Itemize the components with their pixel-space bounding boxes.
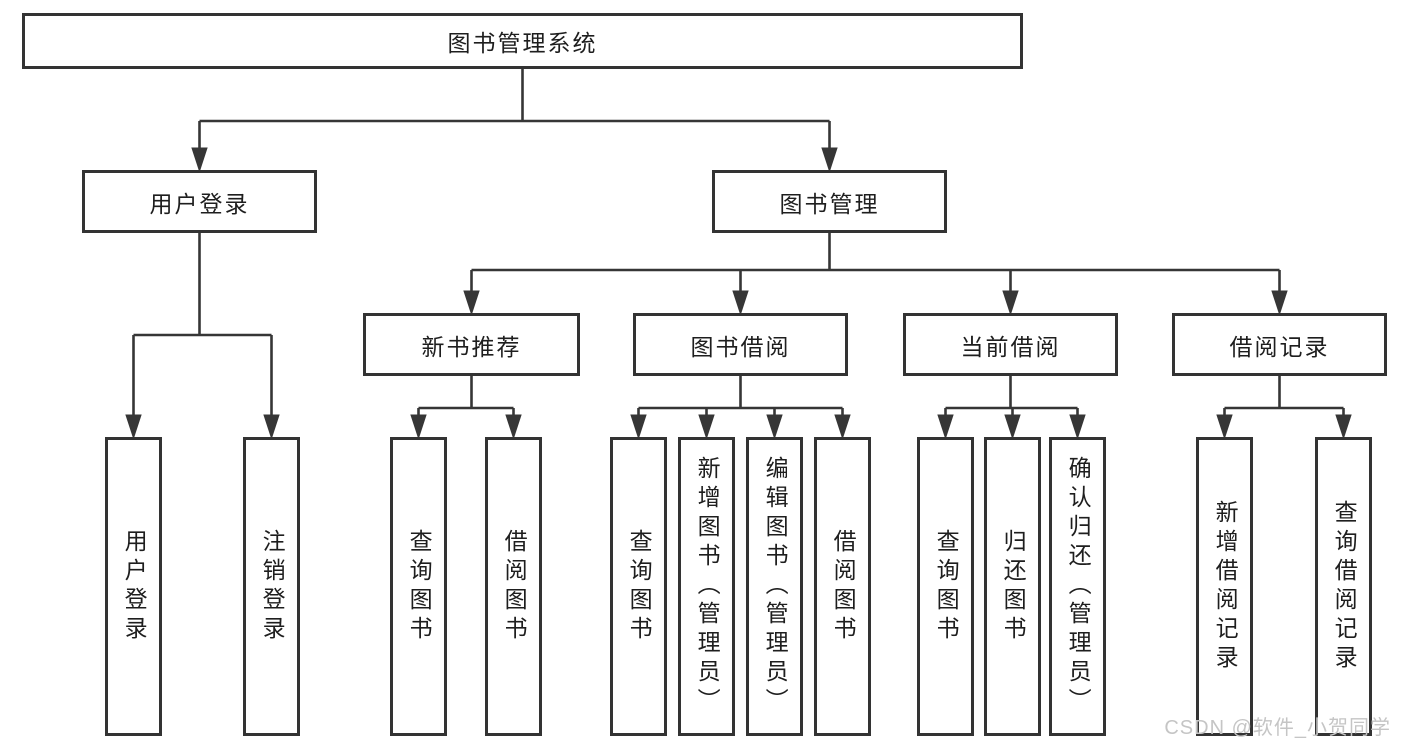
leaf-add-books-admin: 新增图书（管理员）	[678, 437, 735, 736]
leaf-borrow-books-borrowing: 借阅图书	[814, 437, 871, 736]
leaf-add-borrow-record: 新增借阅记录	[1196, 437, 1253, 736]
node-new-book-recommendation: 新书推荐	[363, 313, 580, 376]
node-user-login: 用户登录	[82, 170, 317, 233]
leaf-query-books-recommend: 查询图书	[390, 437, 447, 736]
node-book-borrowing: 图书借阅	[633, 313, 848, 376]
leaf-return-books: 归还图书	[984, 437, 1041, 736]
node-current-borrowing: 当前借阅	[903, 313, 1118, 376]
leaf-query-books-borrowing: 查询图书	[610, 437, 667, 736]
leaf-confirm-return-admin: 确认归还（管理员）	[1049, 437, 1106, 736]
node-book-management: 图书管理	[712, 170, 947, 233]
leaf-query-books-current: 查询图书	[917, 437, 974, 736]
node-root-library-system: 图书管理系统	[22, 13, 1023, 69]
leaf-edit-books-admin: 编辑图书（管理员）	[746, 437, 803, 736]
leaf-query-borrow-record: 查询借阅记录	[1315, 437, 1372, 736]
leaf-logout: 注销登录	[243, 437, 300, 736]
leaf-user-login: 用户登录	[105, 437, 162, 736]
node-borrowing-records: 借阅记录	[1172, 313, 1387, 376]
leaf-borrow-books-recommend: 借阅图书	[485, 437, 542, 736]
